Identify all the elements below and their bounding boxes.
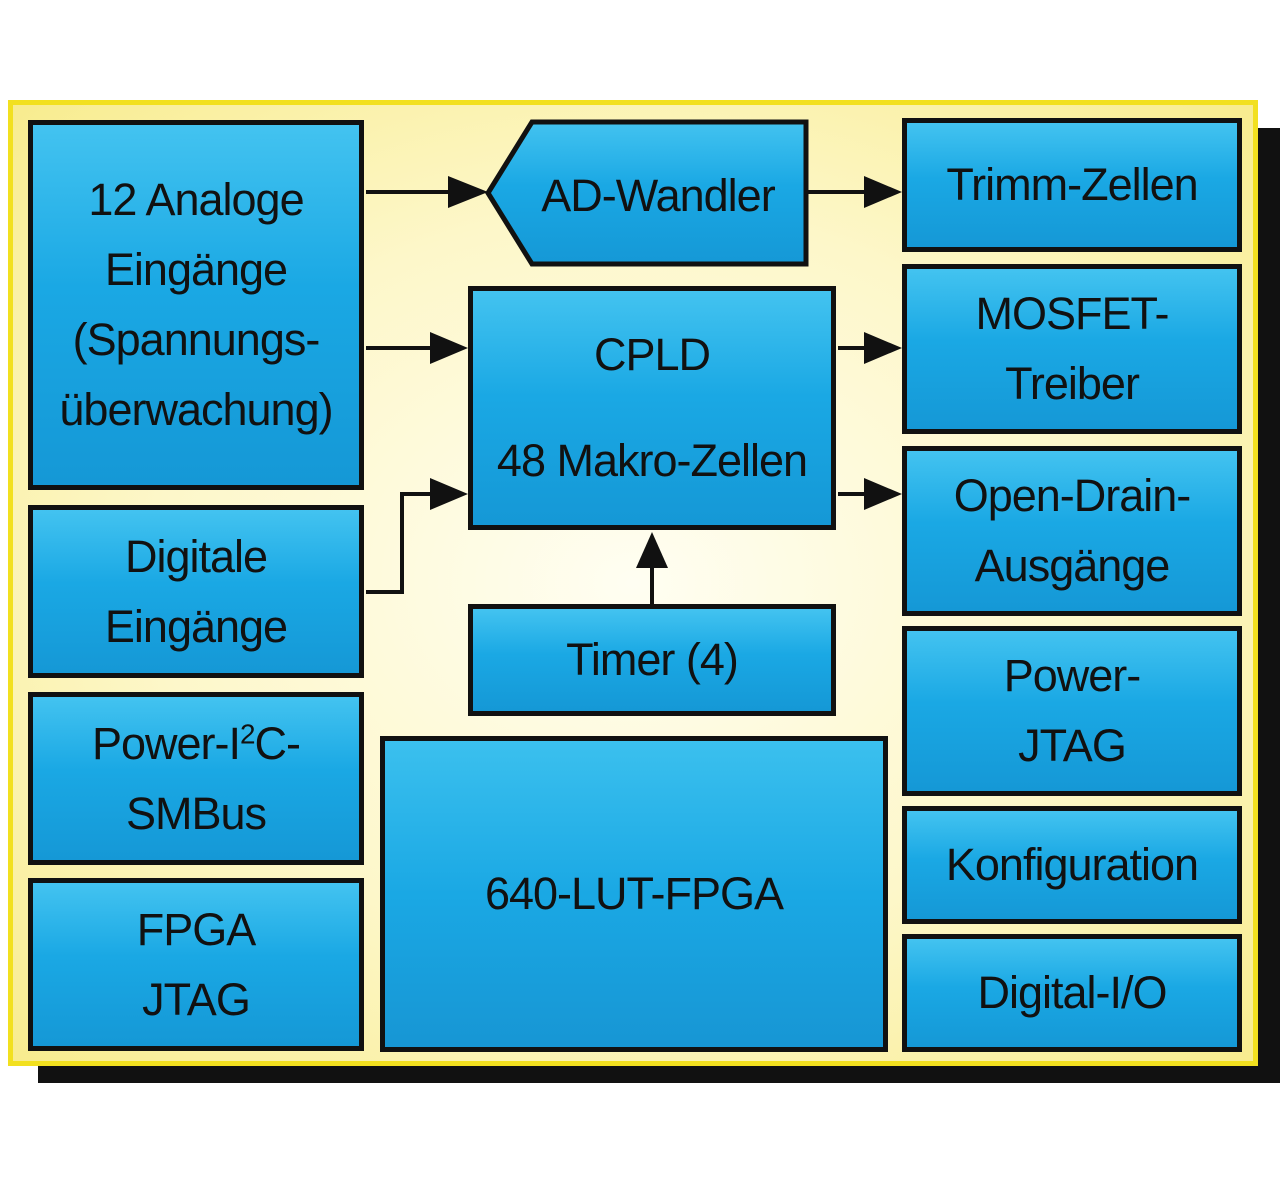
mosfet-driver-line-2: Treiber <box>1005 358 1140 409</box>
power-i2c-line-2: SMBus <box>125 787 267 839</box>
fpga-jtag-block: FPGA JTAG <box>28 878 364 1051</box>
open-drain-line-1: Open-Drain- <box>953 470 1192 521</box>
digital-inputs-line-1: Digitale <box>124 530 268 582</box>
analog-inputs-line-3: (Spannungs- <box>72 314 321 365</box>
fpga-jtag-line-1: FPGA <box>136 903 257 955</box>
ad-converter-label: AD-Wandler <box>541 170 775 221</box>
trim-cells-label: Trimm-Zellen <box>946 159 1198 210</box>
arrowhead-cpld-analog <box>430 332 468 364</box>
power-jtag-block: Power- JTAG <box>902 626 1242 796</box>
digital-inputs-block: Digitale Eingänge <box>28 505 364 678</box>
fpga-block: 640-LUT-FPGA <box>380 736 888 1052</box>
power-i2c-smbus-block: Power-I2C- SMBus <box>28 692 364 865</box>
power-i2c-prefix: Power-I <box>91 717 241 769</box>
digital-io-label: Digital-I/O <box>977 967 1167 1018</box>
arrow-digital-to-cpld-line <box>366 492 432 594</box>
open-drain-line-2: Ausgänge <box>974 540 1171 591</box>
digital-inputs-line-2: Eingänge <box>104 600 288 652</box>
arrowhead-cpld-digital <box>430 478 468 510</box>
analog-inputs-block: 12 Analoge Eingänge (Spannungs- überwach… <box>28 120 364 490</box>
cpld-line-1: CPLD <box>593 329 711 380</box>
analog-inputs-line-2: Eingänge <box>104 244 288 295</box>
cpld-block: CPLD 48 Makro-Zellen <box>468 286 836 530</box>
timer-label: Timer (4) <box>566 634 739 685</box>
analog-inputs-line-4: überwachung) <box>59 384 333 435</box>
ad-converter-shape <box>485 119 809 267</box>
trim-cells-block: Trimm-Zellen <box>902 118 1242 252</box>
ad-converter-block: AD-Wandler <box>485 119 809 267</box>
arrowhead-opendrain <box>864 478 902 510</box>
analog-inputs-line-1: 12 Analoge <box>88 174 304 225</box>
mosfet-driver-block: MOSFET- Treiber <box>902 264 1242 434</box>
arrowhead-timer <box>636 532 668 568</box>
arrowhead-trim <box>864 176 902 208</box>
cpld-line-2: 48 Makro-Zellen <box>496 435 808 486</box>
mosfet-driver-line-1: MOSFET- <box>975 288 1170 339</box>
open-drain-block: Open-Drain- Ausgänge <box>902 446 1242 616</box>
fpga-label: 640-LUT-FPGA <box>484 868 784 919</box>
power-jtag-line-1: Power- <box>1003 650 1142 701</box>
timer-block: Timer (4) <box>468 604 836 716</box>
fpga-jtag-line-2: JTAG <box>142 973 251 1025</box>
arrowhead-mosfet <box>864 332 902 364</box>
configuration-block: Konfiguration <box>902 806 1242 924</box>
power-i2c-suffix: C- <box>254 717 301 769</box>
digital-io-block: Digital-I/O <box>902 934 1242 1052</box>
configuration-label: Konfiguration <box>945 839 1199 890</box>
power-i2c-superscript: 2 <box>240 718 255 750</box>
power-jtag-line-2: JTAG <box>1018 720 1127 771</box>
arrowhead-adc <box>448 176 488 208</box>
power-i2c-line-1: Power-I2C- <box>91 709 301 779</box>
